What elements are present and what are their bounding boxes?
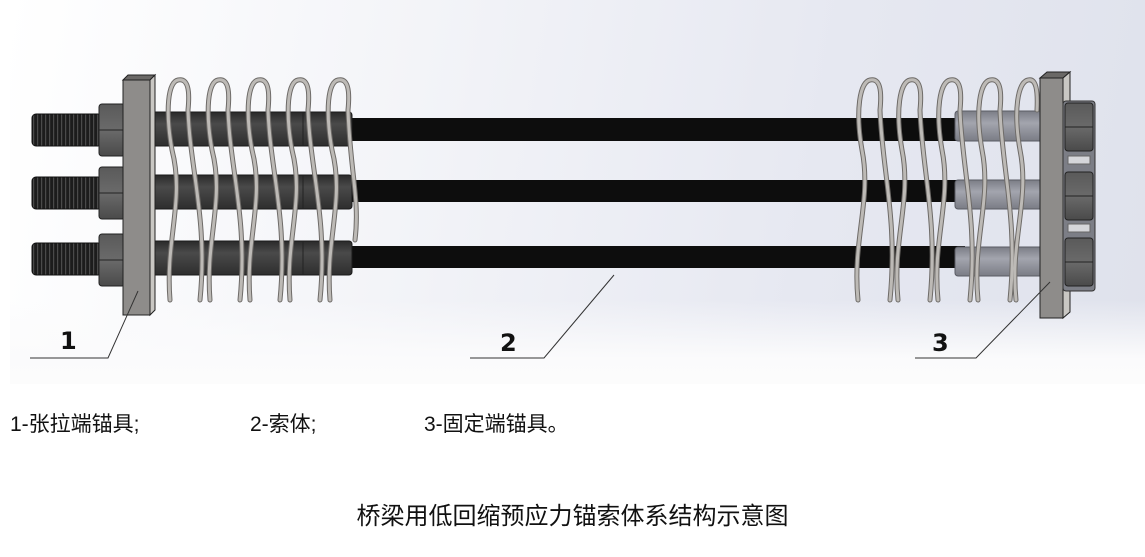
leader-line-1 bbox=[30, 290, 139, 359]
callout-1: 1 bbox=[60, 327, 77, 355]
fixed-end-spirals bbox=[854, 77, 1040, 303]
tensioning-end-nuts bbox=[98, 103, 126, 287]
threaded-bolts bbox=[31, 113, 103, 276]
callout-3: 3 bbox=[932, 329, 949, 357]
cable-body bbox=[345, 118, 965, 268]
legend-item-3: 3-固定端锚具。 bbox=[424, 413, 569, 436]
tensioning-end-anchor-plate bbox=[121, 73, 157, 317]
leader-line-2 bbox=[470, 274, 615, 359]
callout-2: 2 bbox=[500, 329, 517, 357]
figure-caption: 桥梁用低回缩预应力锚索体系结构示意图 bbox=[356, 502, 789, 530]
leader-line-3 bbox=[915, 281, 1051, 359]
fixed-end-anchor-nuts bbox=[1062, 100, 1096, 292]
tensioning-end-spirals bbox=[165, 77, 359, 303]
render-fade bbox=[10, 300, 1145, 384]
legend-item-2: 2-索体; bbox=[250, 413, 317, 436]
legend-item-1: 1-张拉端锚具; bbox=[10, 413, 140, 436]
leader-lines bbox=[30, 274, 1051, 359]
anchor-cable-diagram: 1 2 3 bbox=[30, 70, 1096, 359]
